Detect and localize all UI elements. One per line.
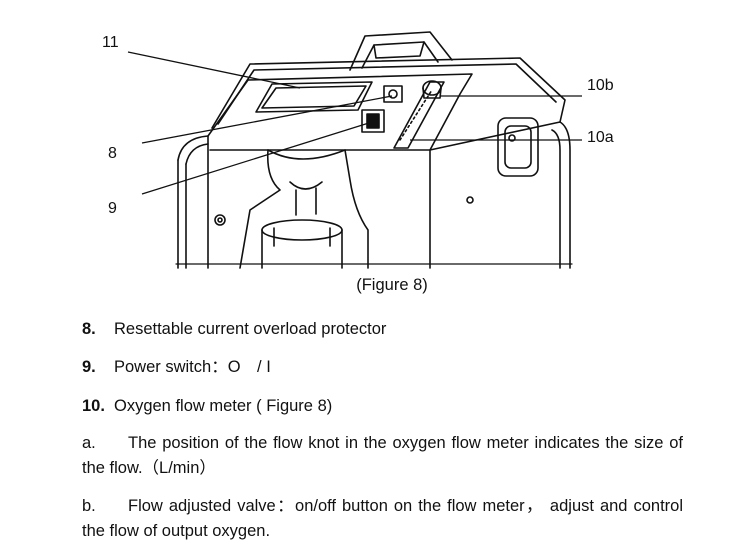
side-recess <box>497 117 539 177</box>
control-panel <box>207 73 473 151</box>
flow-meter <box>393 81 445 149</box>
paragraph-label: b. <box>82 497 96 515</box>
callout-10a: 10a <box>587 129 614 146</box>
paragraph-label: a. <box>82 434 96 452</box>
item-text: Power switch：O / I <box>114 358 271 376</box>
paragraph-text: Flow adjusted valve：on/off button on the… <box>82 497 683 540</box>
paragraph-text: The position of the flow knot in the oxy… <box>82 434 683 477</box>
item-number: 9. <box>82 358 96 376</box>
oxygen-concentrator-figure <box>127 31 582 269</box>
item-10: 10. Oxygen flow meter ( Figure 8) <box>82 395 332 417</box>
item-number: 8. <box>82 320 96 338</box>
figure-caption: (Figure 8) <box>356 276 428 294</box>
callout-10b: 10b <box>587 77 614 94</box>
cabinet-left <box>177 135 209 269</box>
item-9: 9. Power switch：O / I <box>82 356 271 378</box>
reset-button <box>383 85 403 103</box>
top-panel <box>211 57 566 129</box>
callout-9: 9 <box>108 200 117 217</box>
item-8: 8. Resettable current overload protector <box>82 318 386 340</box>
item-text: Resettable current overload protector <box>114 320 387 338</box>
leader-9 <box>141 121 373 195</box>
power-switch <box>361 109 385 133</box>
carry-handle <box>349 31 453 71</box>
item-number: 10. <box>82 397 105 415</box>
paragraph-b: b.Flow adjusted valve：on/off button on t… <box>82 494 683 544</box>
item-text: Oxygen flow meter ( Figure 8) <box>114 397 333 415</box>
flow-knob <box>422 80 442 96</box>
leader-11 <box>127 51 301 89</box>
callout-11: 11 <box>102 34 119 51</box>
humidifier-bottle <box>267 149 369 269</box>
paragraph-a: a.The position of the flow knot in the o… <box>82 431 683 481</box>
callout-8: 8 <box>108 145 117 162</box>
leader-8 <box>141 95 393 144</box>
display-window <box>255 81 373 113</box>
side-knob <box>214 214 226 226</box>
